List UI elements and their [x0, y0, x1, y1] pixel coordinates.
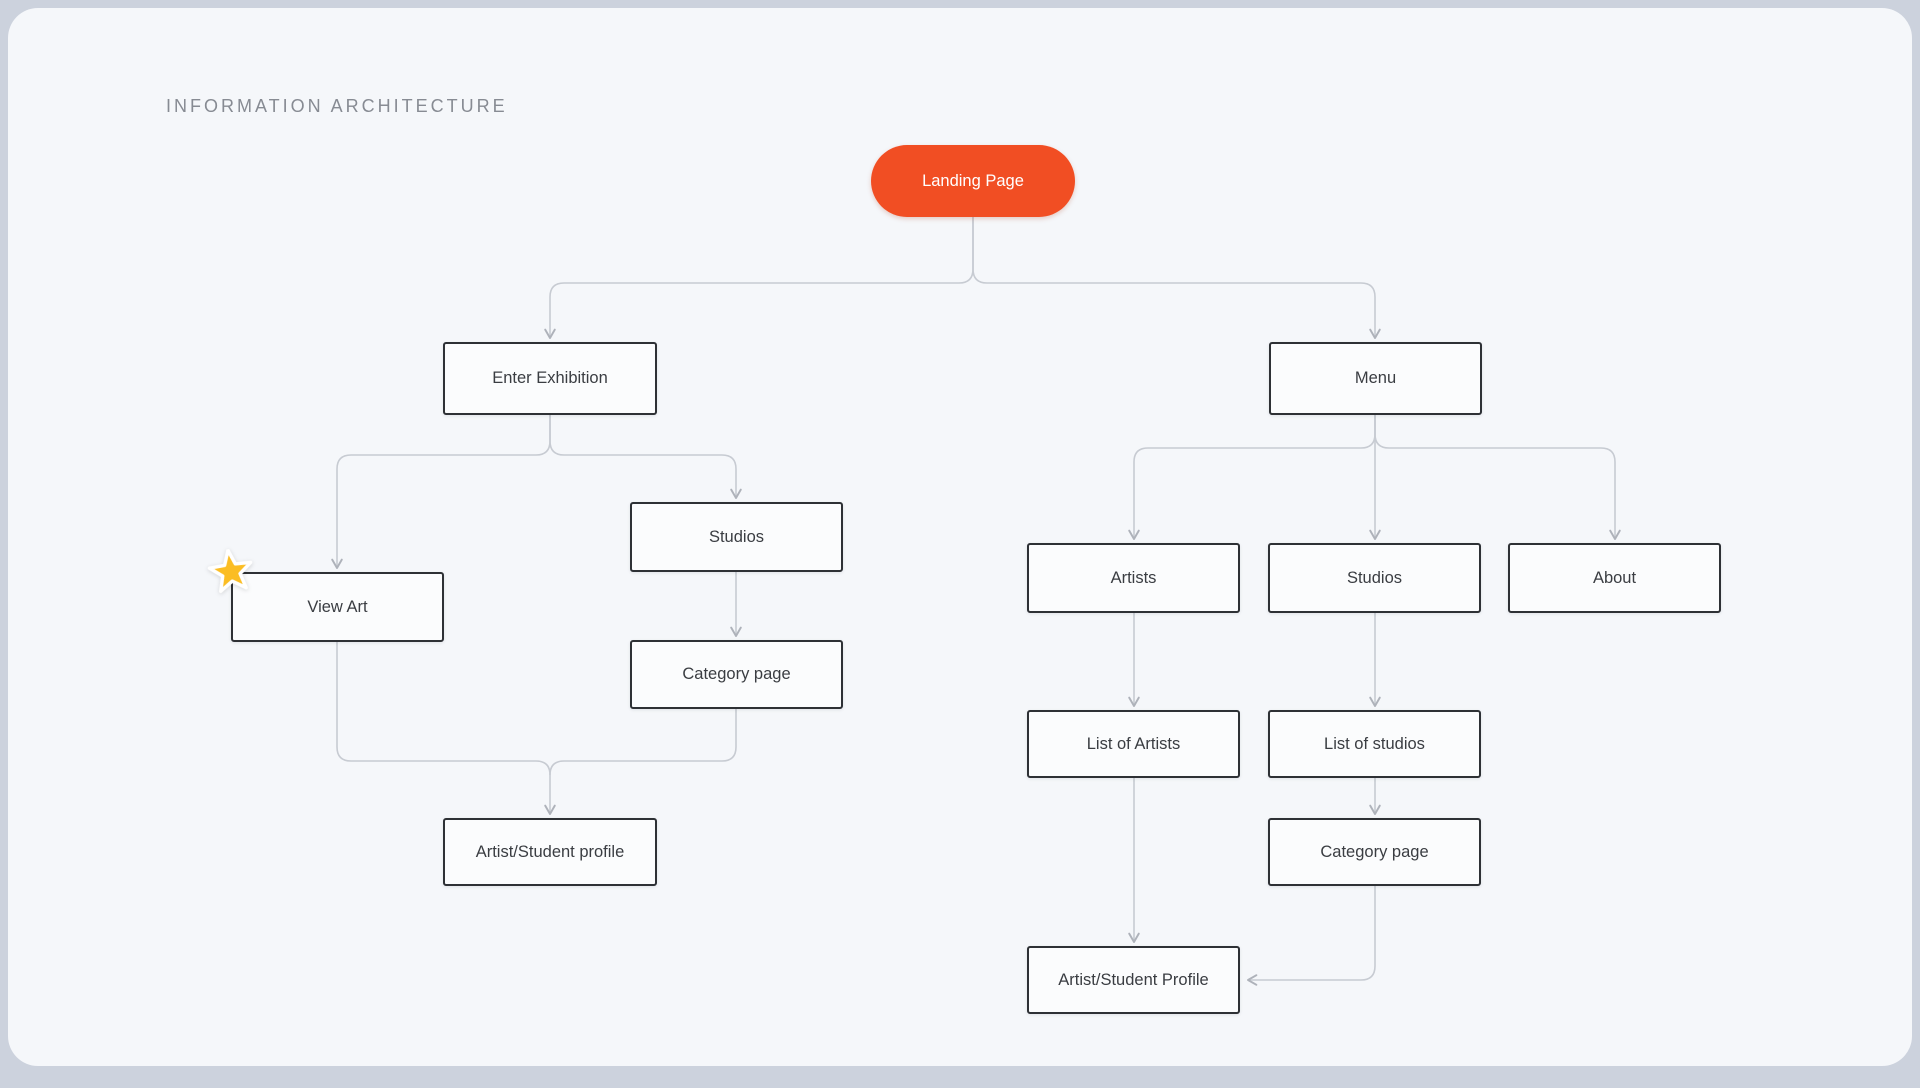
node-list-of-artists[interactable]: List of Artists	[1027, 710, 1240, 778]
node-category-page-exhibition[interactable]: Category page	[630, 640, 843, 709]
node-label: Studios	[709, 528, 764, 547]
node-studios-exhibition[interactable]: Studios	[630, 502, 843, 572]
node-label: List of Artists	[1087, 735, 1181, 754]
page-title: INFORMATION ARCHITECTURE	[166, 96, 508, 117]
node-label: Menu	[1355, 369, 1396, 388]
node-label: Artist/Student Profile	[1058, 971, 1208, 990]
node-artist-student-profile-exhibition[interactable]: Artist/Student profile	[443, 818, 657, 886]
node-about[interactable]: About	[1508, 543, 1721, 613]
canvas: INFORMATION ARCHITECTURE	[8, 8, 1912, 1066]
node-landing-page[interactable]: Landing Page	[871, 145, 1075, 217]
node-label: Category page	[1320, 843, 1428, 862]
star-icon[interactable]	[205, 546, 257, 598]
node-menu[interactable]: Menu	[1269, 342, 1482, 415]
node-label: Studios	[1347, 569, 1402, 588]
node-artists[interactable]: Artists	[1027, 543, 1240, 613]
node-studios-menu[interactable]: Studios	[1268, 543, 1481, 613]
node-label: List of studios	[1324, 735, 1425, 754]
node-artist-student-profile-menu[interactable]: Artist/Student Profile	[1027, 946, 1240, 1014]
node-list-of-studios[interactable]: List of studios	[1268, 710, 1481, 778]
node-label: Artist/Student profile	[476, 843, 625, 862]
node-label: Enter Exhibition	[492, 369, 608, 388]
node-enter-exhibition[interactable]: Enter Exhibition	[443, 342, 657, 415]
node-label: Landing Page	[922, 172, 1024, 191]
node-label: Artists	[1111, 569, 1157, 588]
node-view-art[interactable]: View Art	[231, 572, 444, 642]
node-category-page-menu[interactable]: Category page	[1268, 818, 1481, 886]
node-label: About	[1593, 569, 1636, 588]
node-label: View Art	[307, 598, 367, 617]
node-label: Category page	[682, 665, 790, 684]
